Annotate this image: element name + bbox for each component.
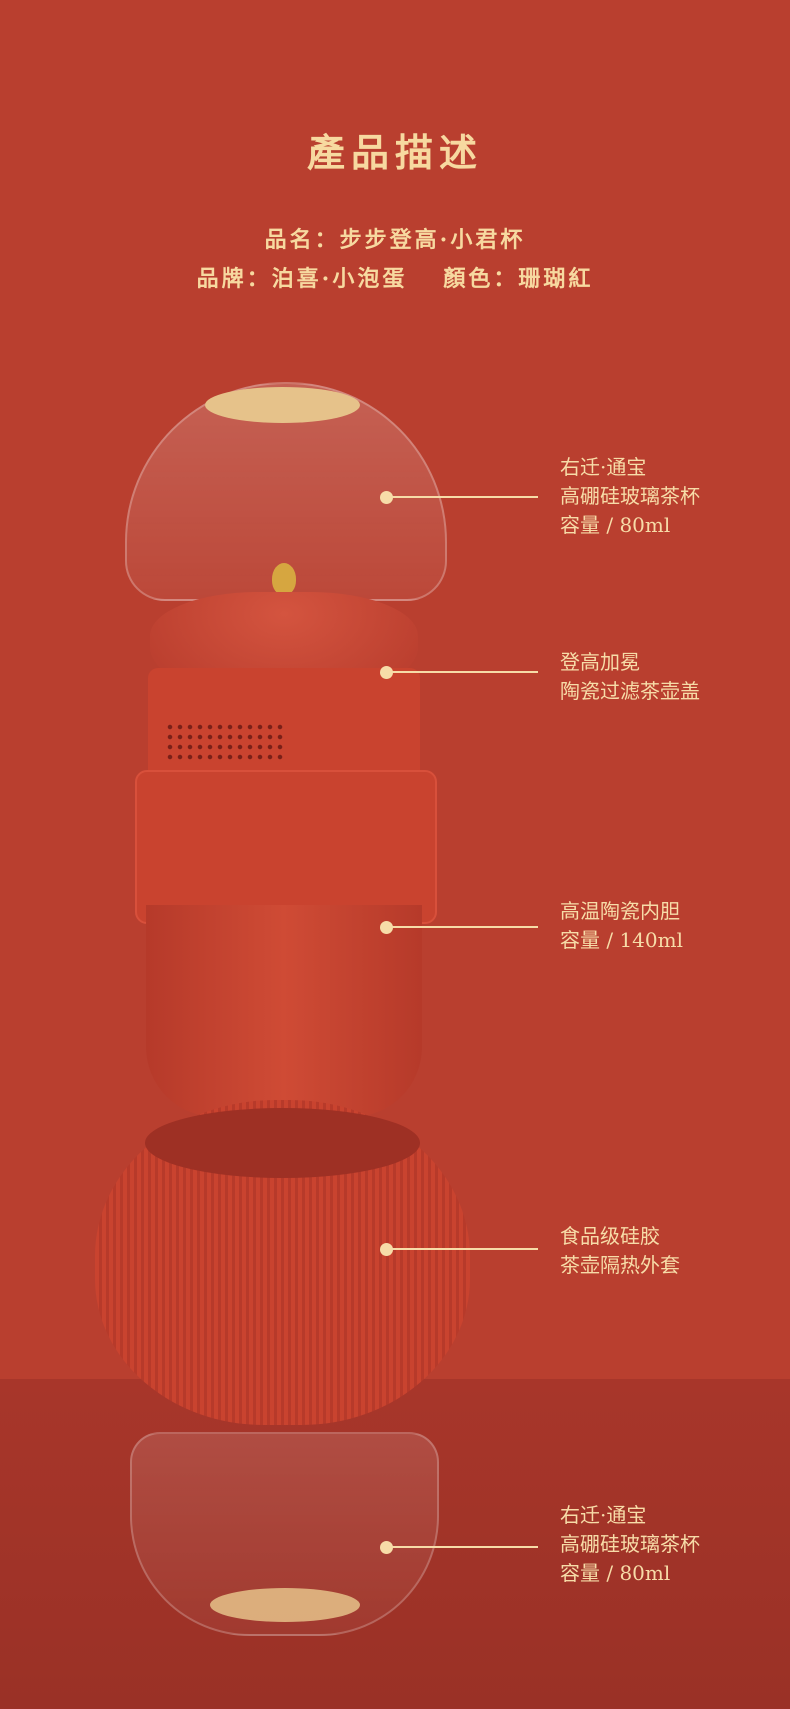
label-line: 高硼硅玻璃茶杯 <box>560 484 700 508</box>
label-line: 茶壶隔热外套 <box>560 1253 680 1277</box>
callout-label: 右迁·通宝 高硼硅玻璃茶杯 容量 / 80ml <box>560 453 700 540</box>
label-line: 右迁·通宝 <box>560 1503 647 1527</box>
coin-emblem-bottom <box>210 1588 360 1622</box>
callout-label: 右迁·通宝 高硼硅玻璃茶杯 容量 / 80ml <box>560 1501 700 1588</box>
callout-dot <box>380 666 393 679</box>
coin-emblem-top <box>205 387 360 423</box>
brand-label: 品牌： <box>196 266 272 292</box>
sleeve-opening <box>145 1108 420 1178</box>
label-line: 右迁·通宝 <box>560 455 647 479</box>
callout-line <box>388 926 538 928</box>
label-line: 食品级硅胶 <box>560 1224 660 1248</box>
callout-label: 高温陶瓷内胆 容量 / 140ml <box>560 897 683 955</box>
name-value: 步步登高·小君杯 <box>339 227 526 253</box>
callout-dot <box>380 921 393 934</box>
callout-line <box>388 1546 538 1548</box>
callout-line <box>388 496 538 498</box>
color-value: 珊瑚紅 <box>518 266 594 292</box>
label-line: 高硼硅玻璃茶杯 <box>560 1532 700 1556</box>
label-line: 高温陶瓷内胆 <box>560 899 680 923</box>
gourd-knob <box>272 563 296 595</box>
callout-dot <box>380 491 393 504</box>
label-line: 容量 / 80ml <box>560 1561 671 1585</box>
callout-line <box>388 1248 538 1250</box>
callout-dot <box>380 1541 393 1554</box>
label-line: 容量 / 140ml <box>560 928 683 952</box>
inner-pot-body <box>146 905 422 1117</box>
inner-pot <box>135 770 437 924</box>
callout-label: 食品级硅胶 茶壶隔热外套 <box>560 1222 680 1280</box>
callout-line <box>388 671 538 673</box>
brand-value: 泊喜·小泡蛋 <box>271 266 408 292</box>
name-label: 品名： <box>264 227 340 253</box>
label-line: 容量 / 80ml <box>560 513 671 537</box>
product-name-line: 品名：步步登高·小君杯 <box>0 222 790 254</box>
brand-color-line: 品牌：泊喜·小泡蛋 顏色：珊瑚紅 <box>0 261 790 293</box>
page-title: 產品描述 <box>306 130 483 175</box>
label-line: 陶瓷过滤茶壶盖 <box>560 679 700 703</box>
callout-dot <box>380 1243 393 1256</box>
filter-holes <box>165 722 285 764</box>
callout-label: 登高加冕 陶瓷过滤茶壶盖 <box>560 648 700 706</box>
label-line: 登高加冕 <box>560 650 640 674</box>
color-label: 顏色： <box>443 266 519 292</box>
